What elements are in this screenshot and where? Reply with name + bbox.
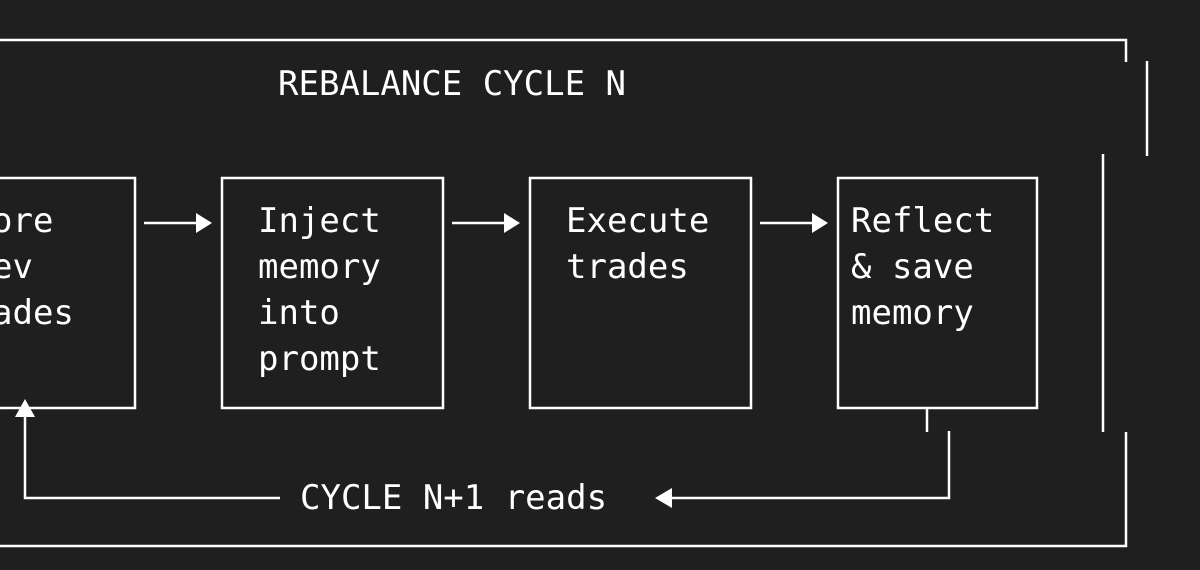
step-4-line-1: Reflect bbox=[851, 201, 994, 241]
outer-frame bbox=[0, 38, 1149, 548]
step-3-line-2: trades bbox=[566, 247, 689, 287]
step-3-label: Execute trades bbox=[566, 201, 730, 287]
step-4-label: Reflect & save memory bbox=[851, 201, 1015, 333]
arrow-step3-to-step4 bbox=[760, 213, 828, 233]
step-1-label: ore ev ades bbox=[0, 201, 74, 333]
step-box-inject-memory bbox=[220, 176, 445, 410]
step-1-line-2: ev bbox=[0, 247, 33, 287]
arrow-step1-to-step2 bbox=[144, 213, 212, 233]
step-4-line-3: memory bbox=[851, 293, 974, 333]
feedback-loop-arrow bbox=[15, 399, 951, 508]
loop-label: CYCLE N+1 reads bbox=[300, 478, 607, 518]
step-3-line-1: Execute bbox=[566, 201, 709, 241]
step-box-reflect-save bbox=[836, 176, 1039, 410]
step-1-line-3: ades bbox=[0, 293, 74, 333]
arrow-step2-to-step3 bbox=[452, 213, 520, 233]
step-box-store-prev-trades bbox=[0, 176, 137, 410]
step-2-line-2: memory bbox=[258, 247, 381, 287]
step-1-line-1: ore bbox=[0, 201, 53, 241]
step-2-line-3: into bbox=[258, 293, 340, 333]
step-2-line-1: Inject bbox=[258, 201, 381, 241]
diagram-title: REBALANCE CYCLE N bbox=[278, 64, 626, 104]
step-4-line-2: & save bbox=[851, 247, 974, 287]
step-2-label: Inject memory into prompt bbox=[258, 201, 401, 379]
step-box-execute-trades bbox=[528, 176, 753, 410]
step-2-line-4: prompt bbox=[258, 339, 381, 379]
